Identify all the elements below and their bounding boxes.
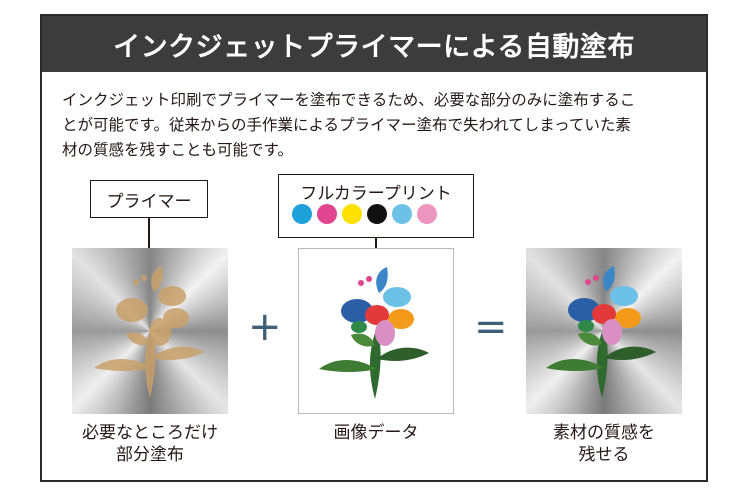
result-flower-image [546,266,656,398]
primer-label: プライマー [90,180,208,218]
description-line-1: インクジェット印刷でプライマーを塗布できるため、必要な部分のみに塗布するこ [62,91,636,109]
right-caption-line-1: 素材の質感を [553,423,655,443]
right-caption-line-2: 残せる [578,445,630,465]
ink-color-dots [292,204,437,224]
ink-dot-4 [367,204,387,224]
primer-on-metal-image [72,248,228,414]
equals-operator: = [474,304,508,350]
left-caption-line-1: 必要なところだけ [82,423,218,443]
left-caption-line-2: 部分塗布 [116,445,184,465]
image-data-panel [298,248,454,414]
plus-operator: + [248,304,282,350]
ink-dot-5 [392,204,412,224]
description-line-3: 材の質感を残すことも可能です。 [62,141,293,159]
ink-dot-6 [417,204,437,224]
right-caption: 素材の質感を 残せる [526,422,682,466]
description: インクジェット印刷でプライマーを塗布できるため、必要な部分のみに塗布するこ とが… [62,88,690,163]
result-on-metal-image [526,248,682,414]
ink-dot-1 [292,204,312,224]
primer-flower-silhouette [94,266,204,398]
full-color-label-text: フルカラープリント [300,184,452,204]
description-line-2: とが可能です。従来からの手作業によるプライマー塗布で失われてしまっていた素 [62,116,631,134]
ink-dot-3 [342,204,362,224]
page-title: インクジェットプライマーによる自動塗布 [42,16,706,72]
color-flower-image [319,267,429,399]
ink-dot-2 [317,204,337,224]
middle-caption: 画像データ [333,423,419,443]
left-caption: 必要なところだけ 部分塗布 [72,422,228,466]
content-frame: インクジェットプライマーによる自動塗布 インクジェット印刷でプライマーを塗布でき… [40,14,708,482]
